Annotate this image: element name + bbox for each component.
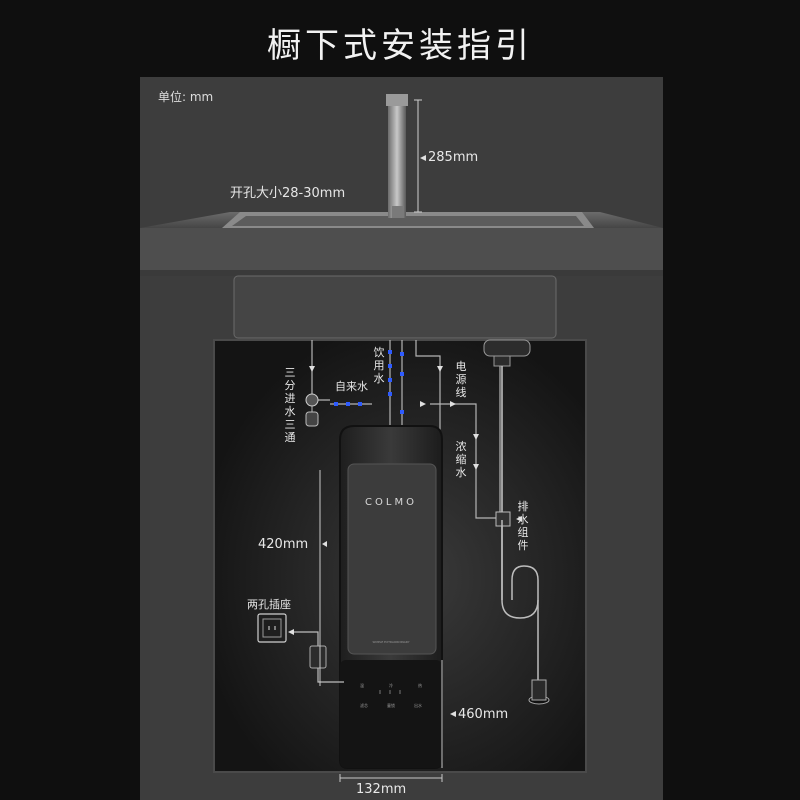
power-cable bbox=[290, 631, 319, 646]
unit-width-label: 132mm bbox=[356, 782, 407, 797]
drain-kit-clamp bbox=[495, 511, 511, 527]
power-outlet bbox=[257, 613, 287, 643]
cabinet-height-label: 460mm bbox=[458, 707, 509, 722]
panel-label: 童锁 bbox=[387, 703, 395, 708]
control-panel-icons: 温 冷 热 bbox=[360, 683, 422, 689]
brand-logo: COLMO bbox=[365, 497, 417, 508]
countertop-front bbox=[140, 228, 663, 276]
drain-kit-label: 排水组件 bbox=[517, 500, 529, 552]
panel-icon: 温 bbox=[360, 683, 364, 688]
water-flow-markers bbox=[334, 350, 404, 414]
tap-water-label: 自来水 bbox=[335, 380, 368, 393]
control-panel-labels: 滤芯 童锁 出水 bbox=[360, 703, 422, 709]
page-title: 橱下式安装指引 bbox=[267, 26, 533, 66]
unit-label: 单位: mm bbox=[158, 90, 214, 104]
unit-height-label: 420mm bbox=[258, 537, 309, 552]
sink-drain bbox=[483, 339, 531, 357]
outlet-label: 两孔插座 bbox=[247, 598, 291, 611]
p-trap bbox=[501, 520, 539, 619]
hole-size-label: 开孔大小28-30mm bbox=[230, 186, 346, 201]
faucet bbox=[388, 98, 406, 218]
panel-icon: 热 bbox=[418, 683, 422, 688]
tee-valve-label: 三分进水三通 bbox=[284, 366, 296, 444]
model-text: SIMPLE EXTRAORDINARY bbox=[372, 640, 410, 644]
panel-icon: 冷 bbox=[389, 683, 393, 688]
flow-arrows bbox=[309, 366, 479, 470]
sink-basin bbox=[233, 275, 557, 339]
water-purifier bbox=[339, 425, 443, 769]
tee-valve bbox=[305, 393, 319, 427]
drinking-water-label: 饮用水 bbox=[373, 346, 385, 385]
faucet-height-label: 285mm bbox=[428, 150, 479, 165]
concentrate-label: 浓缩水 bbox=[455, 440, 467, 479]
power-cord-label: 电源线 bbox=[455, 360, 467, 399]
panel-label: 滤芯 bbox=[360, 703, 368, 708]
panel-label: 出水 bbox=[414, 703, 422, 708]
